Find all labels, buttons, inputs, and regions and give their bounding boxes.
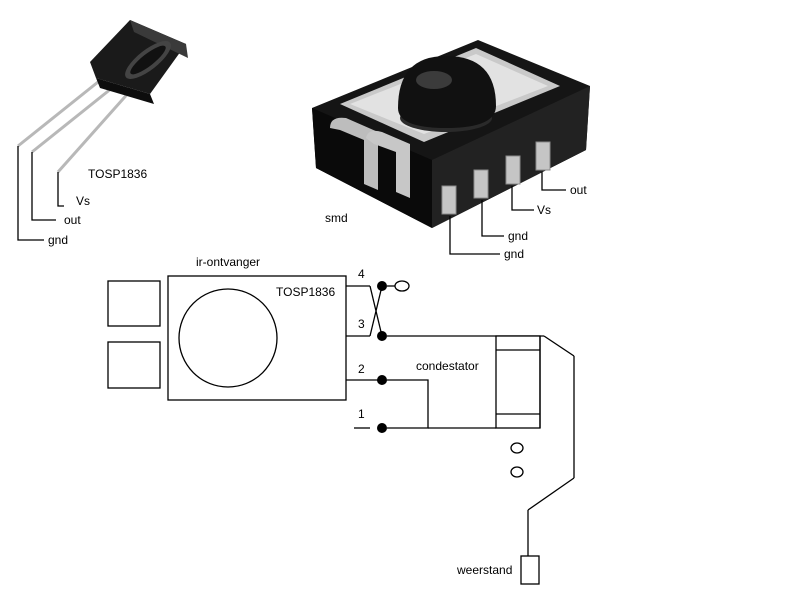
pin-number-2: 2 [358, 362, 365, 376]
through-hole-sensor-image [17, 20, 188, 173]
pin-number-3: 3 [358, 317, 365, 331]
terminal-dot-2 [377, 375, 387, 385]
terminal-dot-1 [377, 423, 387, 433]
through-hole-pin-gnd-label: gnd [48, 233, 68, 247]
pin-number-1: 1 [358, 407, 365, 421]
resistor-label: weerstand [456, 563, 512, 577]
through-hole-pin-callouts [17, 146, 64, 241]
resistor-symbol [520, 555, 540, 585]
side-box-bottom [107, 341, 161, 389]
smd-pin-callouts [449, 172, 566, 255]
smd-label: smd [325, 211, 348, 225]
terminal-dot-4 [377, 281, 387, 291]
side-box-top [107, 280, 161, 327]
capacitor-label: condestator [416, 359, 479, 373]
schematic-part-label: TOSP1836 [276, 285, 335, 299]
smd-pin-out-label: out [570, 183, 587, 197]
smd-pin-gnd2-label: gnd [504, 247, 524, 261]
smd-pin-vs-label: Vs [537, 203, 551, 217]
receiver-lens-circle [178, 288, 278, 388]
through-hole-pin-out-label: out [64, 213, 81, 227]
open-terminal [394, 280, 410, 292]
pin-number-4: 4 [358, 267, 365, 281]
capacitor-symbol [495, 335, 541, 429]
loose-terminal-top [510, 442, 524, 454]
loose-terminal-bottom [510, 466, 524, 478]
receiver-label: ir-ontvanger [196, 255, 260, 269]
smd-pin-gnd1-label: gnd [508, 229, 528, 243]
terminal-dot-3 [377, 331, 387, 341]
through-hole-pin-vs-label: Vs [76, 194, 90, 208]
smd-sensor-image [312, 40, 590, 228]
through-hole-part-label: TOSP1836 [88, 167, 147, 181]
pin-wires [346, 285, 383, 429]
